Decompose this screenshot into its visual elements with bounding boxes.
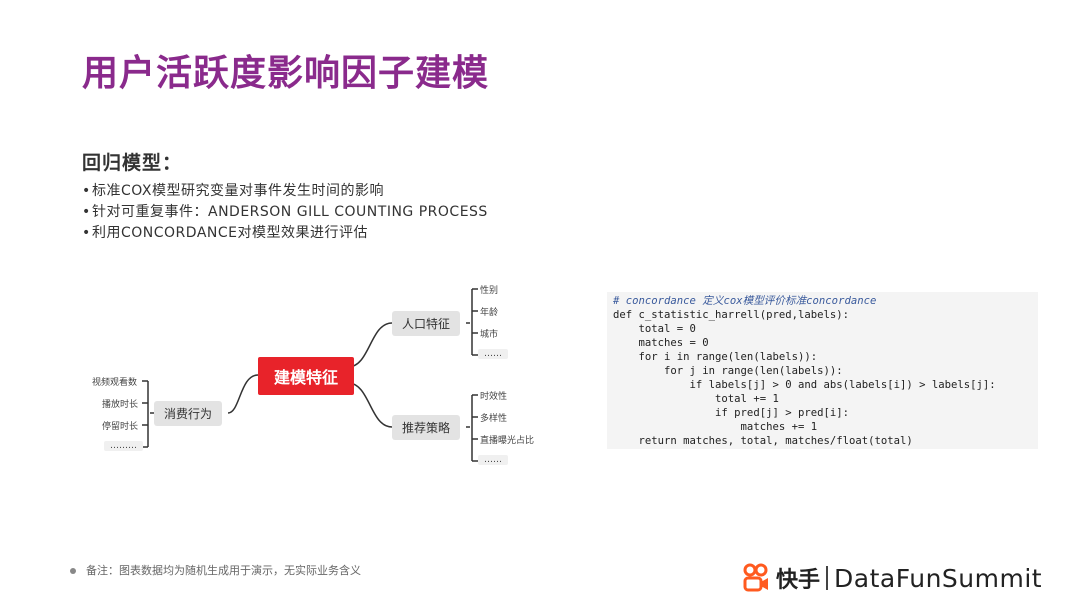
code-line: if pred[j] > pred[i]:	[613, 407, 849, 419]
mindmap-leaf: 城市	[480, 330, 499, 340]
footnote-bullet-icon	[70, 568, 76, 574]
code-line: matches += 1	[613, 421, 818, 433]
kuaishou-logo-icon	[743, 563, 768, 592]
mindmap-leaf: ……	[478, 455, 508, 465]
mindmap-leaf: 时效性	[480, 392, 508, 402]
brand-divider	[826, 566, 829, 590]
code-line: return matches, total, matches/float(tot…	[613, 435, 913, 447]
footnote: 备注：图表数据均为随机生成用于演示，无实际业务含义	[70, 562, 361, 578]
brand-logo: 快手 DataFunSummit	[742, 560, 1042, 596]
bullet-item: •标准COX模型研究变量对事件发生时间的影响	[82, 183, 384, 199]
bullet-item: •针对可重复事件：ANDERSON GILL COUNTING PROCESS	[82, 204, 488, 220]
brand-kuaishou-text: 快手	[776, 568, 821, 593]
code-line: if labels[j] > 0 and abs(labels[i]) > la…	[613, 379, 996, 391]
section-heading: 回归模型：	[82, 152, 183, 174]
mindmap-leaf: 直播曝光占比	[480, 436, 535, 446]
brand-datafun-text: DataFunSummit	[834, 563, 1043, 593]
code-line: matches = 0	[613, 337, 709, 349]
feature-mindmap: 建模特征 人口特征 性别 年龄 城市 …… 推荐策略 时效性 多样性 直播曝光占…	[80, 275, 550, 475]
mindmap-leaf: 视频观看数	[92, 378, 138, 388]
mindmap-leaf: 停留时长	[102, 422, 139, 432]
mindmap-leaf: 播放时长	[102, 400, 139, 410]
code-line: for j in range(len(labels)):	[613, 365, 843, 377]
mindmap-branch-recommend: 推荐策略	[392, 415, 461, 440]
regression-section: 回归模型： •标准COX模型研究变量对事件发生时间的影响 •针对可重复事件：AN…	[82, 148, 488, 244]
mindmap-leaf: 性别	[480, 286, 499, 296]
mindmap-branch-population: 人口特征	[392, 311, 461, 336]
mindmap-center-node: 建模特征	[258, 357, 355, 395]
mindmap-branch-consumption: 消费行为	[154, 401, 223, 426]
code-line: total += 1	[613, 393, 779, 405]
mindmap-leaf: ……	[478, 349, 508, 359]
mindmap-leaf: 多样性	[480, 414, 508, 424]
code-line: total = 0	[613, 323, 696, 335]
mindmap-leaf: ………	[104, 441, 143, 451]
code-line: # concordance 定义cox模型评价标准concordance	[613, 295, 877, 307]
page-title: 用户活跃度影响因子建模	[82, 53, 490, 94]
code-line: for i in range(len(labels)):	[613, 351, 818, 363]
code-block: # concordance 定义cox模型评价标准concordance def…	[607, 292, 1038, 449]
code-line: def c_statistic_harrell(pred,labels):	[613, 309, 849, 321]
mindmap-leaf: 年龄	[480, 308, 499, 318]
bullet-item: •利用CONCORDANCE对模型效果进行评估	[82, 225, 368, 241]
